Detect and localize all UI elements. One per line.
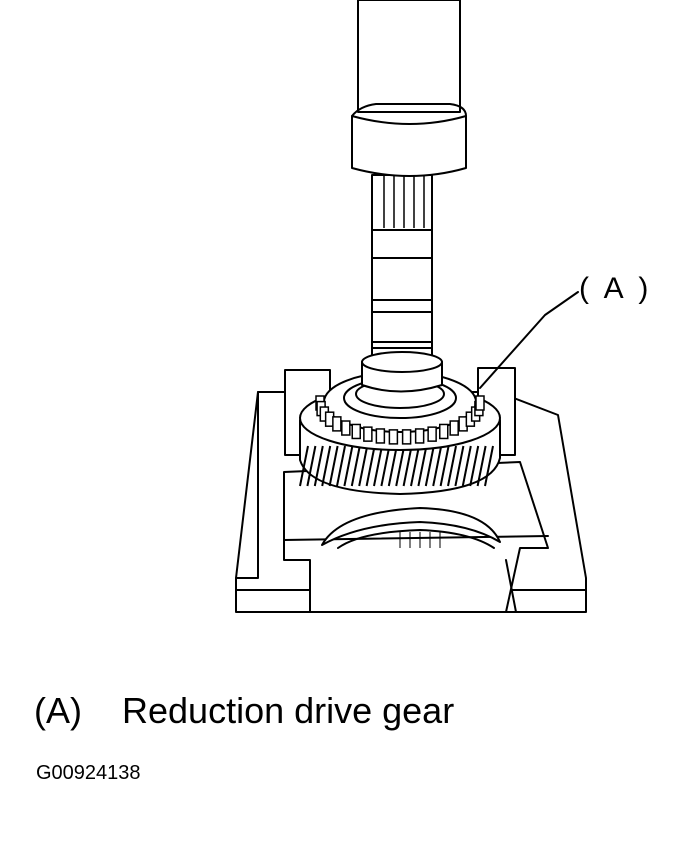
figure-id: G00924138 bbox=[36, 762, 141, 784]
legend-key: (A) bbox=[34, 690, 82, 731]
base-bore bbox=[321, 507, 501, 549]
drive-shaft bbox=[361, 174, 443, 393]
callout-label-a: ( A ) bbox=[579, 272, 653, 305]
legend-entry: (A) Reduction drive gear bbox=[34, 690, 454, 732]
press-ram bbox=[351, 0, 467, 177]
gear-press-illustration bbox=[235, 0, 587, 613]
legend-text: Reduction drive gear bbox=[122, 690, 455, 731]
callout-leader-line bbox=[479, 291, 579, 389]
